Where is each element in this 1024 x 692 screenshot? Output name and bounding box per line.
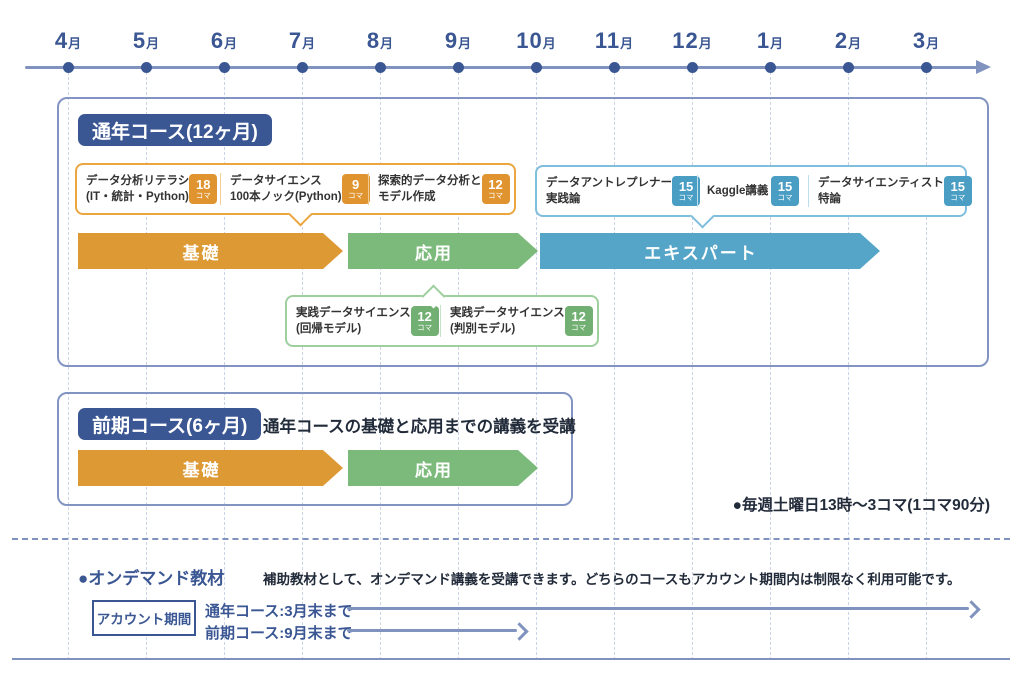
arrowhead-icon [510, 622, 529, 641]
timeline-dot [219, 62, 230, 73]
module-item: データ分析リテラシ (IT・統計・Python) 18 コマ [77, 165, 220, 213]
month-label: 11月 [594, 28, 634, 53]
koma-count-badge: 12 コマ [481, 174, 510, 204]
month-label: 6月 [210, 28, 238, 53]
month-label: 1月 [756, 28, 784, 53]
koma-count-badge: 15 コマ [771, 176, 799, 206]
month-label: 4月 [54, 28, 82, 53]
timeline-arrowhead-icon [976, 60, 991, 74]
module-item: データサイエンス 100本ノック(Python) 9 コマ [221, 165, 370, 213]
module-item: 探索的データ分析と モデル作成 12 コマ [369, 165, 512, 213]
phase-arrow-expert: エキスパート [540, 233, 880, 269]
timeline-dot [765, 62, 776, 73]
phase-arrow-applied: 応用 [348, 233, 538, 269]
module-title: 実践データサイエンス (回帰モデル) [296, 306, 411, 335]
annual-period-label: 通年コース:3月末まで [205, 603, 353, 620]
timeline-axis [25, 66, 978, 69]
module-title: データサイエンス 100本ノック(Python) [230, 174, 342, 203]
arrowhead-icon [962, 600, 981, 619]
koma-count-badge: 12 コマ [410, 306, 439, 336]
phase-arrow-basic: 基礎 [78, 233, 343, 269]
month-label: 8月 [366, 28, 394, 53]
timeline-dot [297, 62, 308, 73]
phase-arrow-applied: 応用 [348, 450, 538, 486]
timeline-dot [453, 62, 464, 73]
callout-divider [368, 173, 369, 205]
bottom-separator [12, 658, 1010, 660]
callout-divider [808, 175, 809, 207]
on-demand-description: 補助教材として、オンデマンド講義を受講できます。どちらのコースもアカウント期間内… [263, 572, 961, 587]
month-label: 10月 [516, 28, 556, 53]
module-title: 実践データサイエンス (判別モデル) [450, 306, 565, 335]
module-item: 実践データサイエンス (回帰モデル) 12 コマ [287, 297, 440, 345]
phase-arrow-basic: 基礎 [78, 450, 343, 486]
module-item: データアントレプレナー 実践論 15 コマ [537, 167, 701, 215]
module-item: 実践データサイエンス (判別モデル) 12 コマ [441, 297, 594, 345]
timeline-dot [375, 62, 386, 73]
month-label: 2月 [834, 28, 862, 53]
koma-count-badge: 15 コマ [672, 176, 701, 206]
month-label: 12月 [672, 28, 712, 53]
dashed-separator [12, 538, 1010, 540]
module-title: 探索的データ分析と モデル作成 [378, 174, 482, 203]
first-half-course-description: 通年コースの基礎と応用までの講義を受講 [263, 418, 576, 436]
timeline-dot [843, 62, 854, 73]
callout-divider [697, 175, 698, 207]
first-half-course-title-badge: 前期コース(6ヶ月) [78, 408, 262, 440]
annual-period-arrow [347, 607, 969, 610]
timeline-dot [141, 62, 152, 73]
month-label: 7月 [288, 28, 316, 53]
timeline-dot [687, 62, 698, 73]
first-half-course-box [57, 392, 573, 506]
koma-count-badge: 12 コマ [564, 306, 593, 336]
annual-course-box [57, 97, 989, 367]
annual-course-title-badge: 通年コース(12ヶ月) [78, 114, 272, 146]
first-half-period-arrow [347, 629, 517, 632]
callout-divider [220, 173, 221, 205]
account-period-label-box: アカウント期間 [92, 600, 196, 636]
module-item: Kaggle講義 15 コマ [698, 167, 808, 215]
callout-divider [440, 305, 441, 337]
timeline-dot [531, 62, 542, 73]
applied-modules-callout: 実践データサイエンス (回帰モデル) 12 コマ 実践データサイエンス (判別モ… [285, 283, 599, 347]
on-demand-title: ●オンデマンド教材 [78, 569, 225, 588]
month-label: 5月 [132, 28, 160, 53]
timeline-dot [921, 62, 932, 73]
module-title: データ分析リテラシ (IT・統計・Python) [86, 174, 190, 203]
module-title: データアントレプレナー 実践論 [546, 176, 673, 205]
timeline-dot [63, 62, 74, 73]
module-item: データサイエンティスト 特論 15 コマ [809, 167, 972, 215]
first-half-period-label: 前期コース:9月末まで [205, 625, 353, 642]
timeline-dot [609, 62, 620, 73]
month-label: 9月 [444, 28, 472, 53]
module-title: データサイエンティスト 特論 [818, 176, 944, 205]
expert-modules-callout: データアントレプレナー 実践論 15 コマ Kaggle講義 15 コマ データ… [535, 165, 972, 229]
month-label: 3月 [912, 28, 940, 53]
koma-count-badge: 15 コマ [943, 176, 972, 206]
module-title: Kaggle講義 [707, 184, 769, 197]
basic-modules-callout: データ分析リテラシ (IT・統計・Python) 18 コマ データサイエンス … [75, 163, 516, 227]
koma-count-badge: 9 コマ [341, 174, 370, 204]
schedule-note: ●毎週土曜日13時〜3コマ(1コマ90分) [732, 497, 990, 514]
koma-count-badge: 18 コマ [189, 174, 218, 204]
